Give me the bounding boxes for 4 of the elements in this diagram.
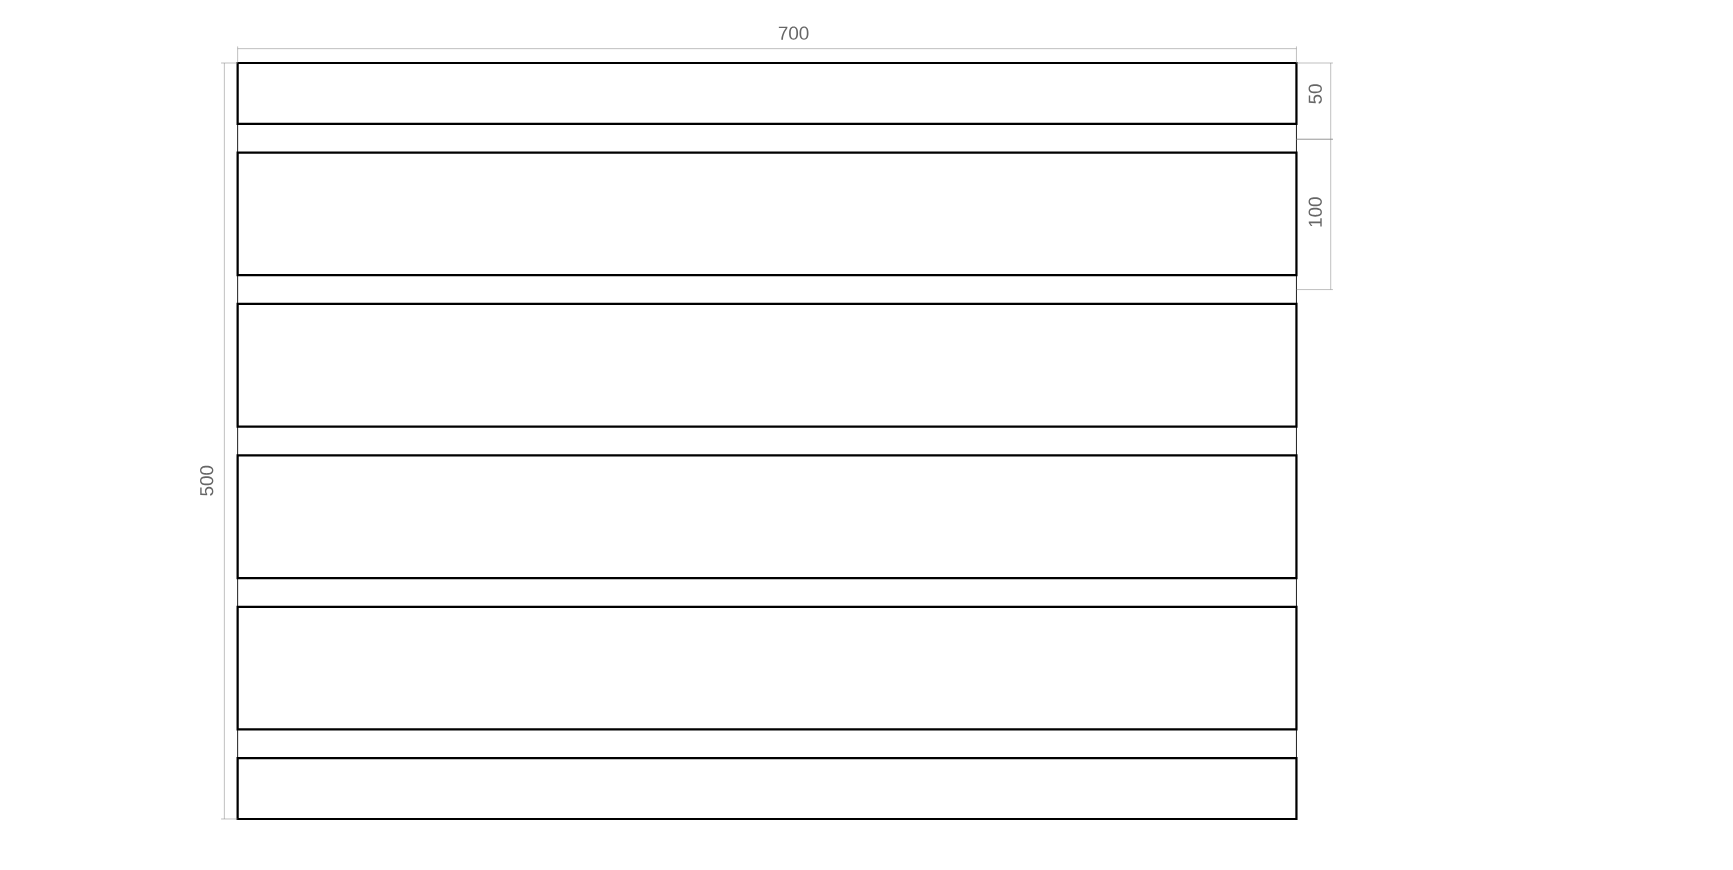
dimension-label: 500	[200, 465, 214, 496]
dimension-label: 700	[778, 26, 809, 40]
dimension-label: 50	[1308, 84, 1322, 104]
dimension-label: 100	[1308, 197, 1322, 227]
